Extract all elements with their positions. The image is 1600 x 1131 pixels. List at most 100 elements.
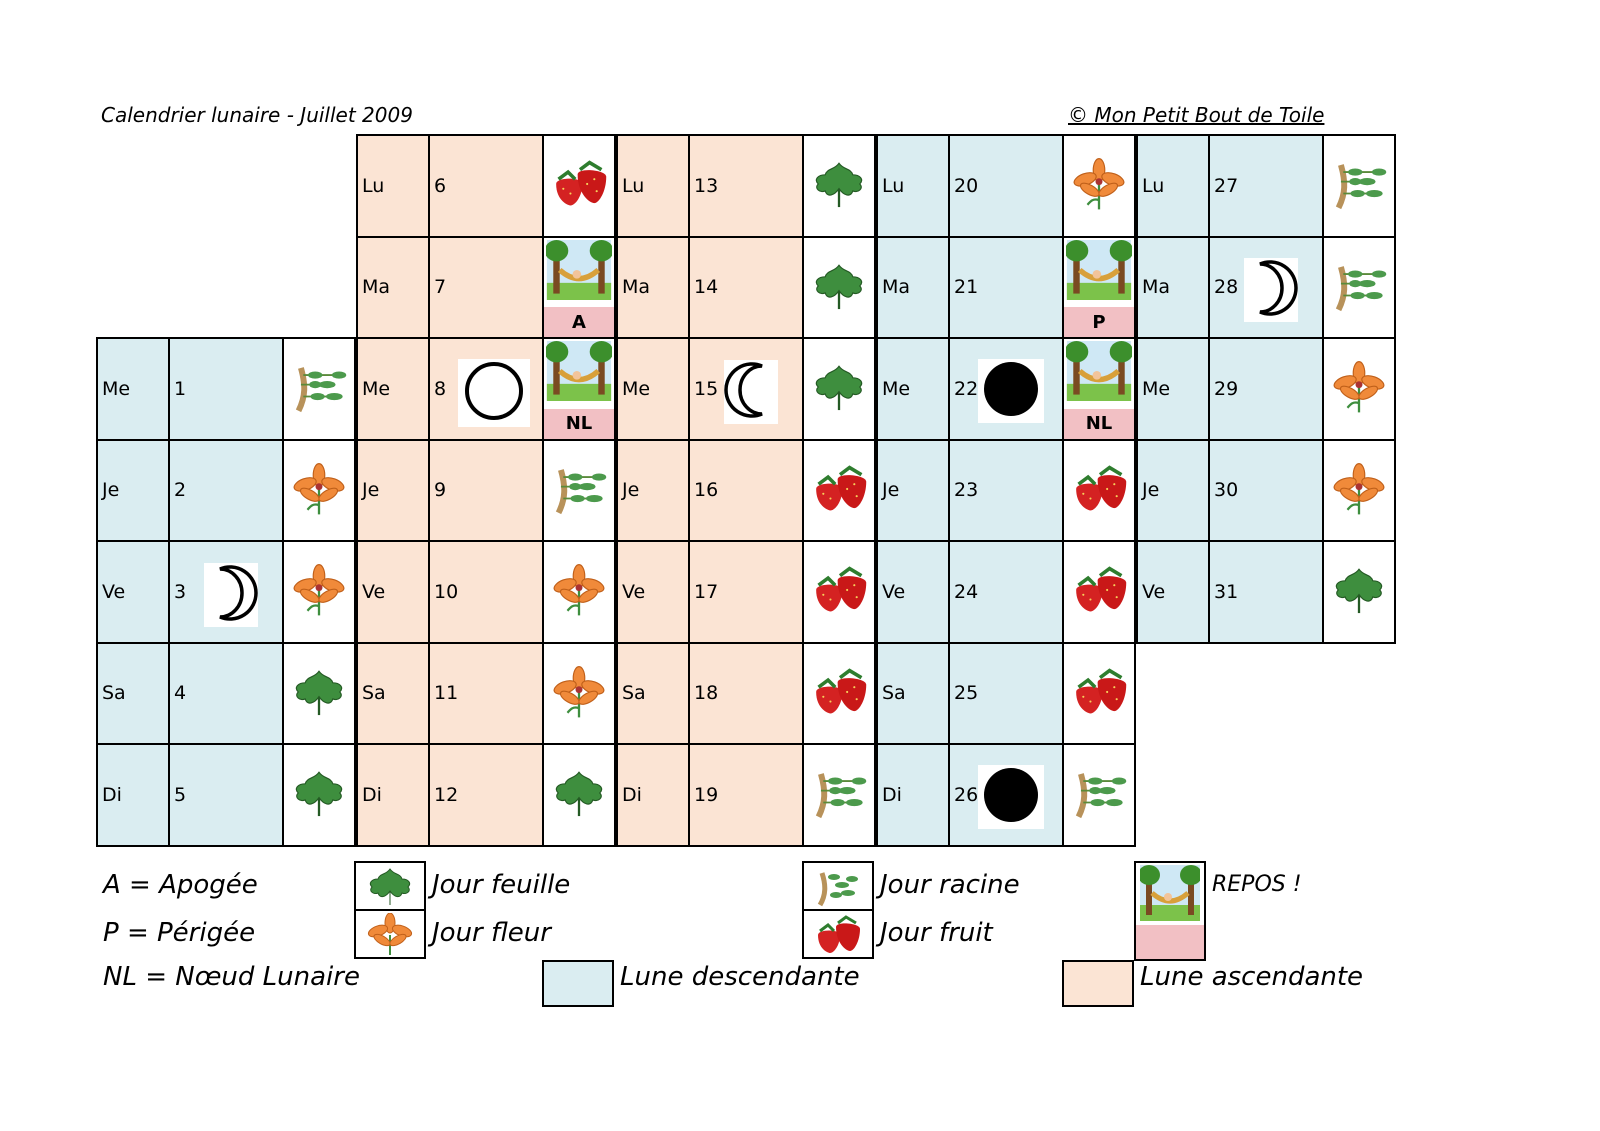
day-name: Ve bbox=[362, 580, 386, 603]
day-name-cell: Me bbox=[356, 337, 430, 441]
day-name: Di bbox=[882, 783, 902, 806]
day-name-cell: Me bbox=[876, 337, 950, 441]
day-name: Me bbox=[102, 377, 131, 400]
flower-icon bbox=[1329, 359, 1389, 419]
day-number: 7 bbox=[434, 276, 447, 299]
date-cell: 13 bbox=[688, 134, 804, 238]
date-cell: 3 bbox=[168, 540, 284, 644]
day-type-cell bbox=[802, 337, 876, 441]
date-cell: 25 bbox=[948, 641, 1064, 745]
date-cell: 30 bbox=[1208, 438, 1324, 542]
day-name-cell: Di bbox=[876, 743, 950, 847]
date-cell: 24 bbox=[948, 540, 1064, 644]
day-number: 22 bbox=[954, 377, 979, 400]
strawberry-icon bbox=[809, 664, 871, 724]
day-type-cell bbox=[802, 134, 876, 238]
day-name-cell: Ma bbox=[356, 235, 430, 339]
day-name: Je bbox=[102, 479, 120, 502]
day-number: 19 bbox=[694, 783, 719, 806]
day-number: 16 bbox=[694, 479, 719, 502]
leaf-icon bbox=[809, 156, 869, 216]
day-number: 13 bbox=[694, 174, 719, 197]
day-name-cell: Ve bbox=[616, 540, 690, 644]
day-name: Je bbox=[362, 479, 380, 502]
copyright-notice: © Mon Petit Bout de Toile bbox=[1068, 103, 1325, 127]
day-type-cell bbox=[542, 641, 616, 745]
legend-fruit-label: Jour fruit bbox=[880, 918, 993, 948]
day-name: Di bbox=[102, 783, 122, 806]
day-type-cell bbox=[1062, 134, 1136, 238]
date-cell: 7 bbox=[428, 235, 544, 339]
day-name-cell: Ma bbox=[876, 235, 950, 339]
leaf-icon bbox=[809, 359, 869, 419]
legend-ascendante-label: Lune ascendante bbox=[1140, 962, 1364, 992]
day-type-cell bbox=[542, 134, 616, 238]
day-type-cell: A bbox=[542, 235, 616, 339]
date-cell: 10 bbox=[428, 540, 544, 644]
day-number: 26 bbox=[954, 783, 979, 806]
date-cell: 23 bbox=[948, 438, 1064, 542]
day-type-cell bbox=[282, 641, 356, 745]
day-name: Di bbox=[362, 783, 382, 806]
day-type-cell bbox=[1322, 337, 1396, 441]
legend-ascendante-swatch bbox=[1062, 960, 1134, 1007]
day-name: Lu bbox=[1142, 174, 1165, 197]
date-cell: 27 bbox=[1208, 134, 1324, 238]
day-type-cell bbox=[1322, 134, 1396, 238]
day-name: Sa bbox=[102, 682, 126, 705]
calendar-header-title: Calendrier lunaire - Juillet 2009 bbox=[101, 103, 413, 127]
strawberry-icon bbox=[1069, 461, 1131, 521]
day-number: 9 bbox=[434, 479, 447, 502]
day-number: 5 bbox=[174, 783, 187, 806]
date-cell: 4 bbox=[168, 641, 284, 745]
day-type-cell bbox=[1322, 540, 1396, 644]
day-name: Lu bbox=[622, 174, 645, 197]
day-number: 10 bbox=[434, 580, 459, 603]
day-type-cell bbox=[282, 540, 356, 644]
date-cell: 31 bbox=[1208, 540, 1324, 644]
day-number: 23 bbox=[954, 479, 979, 502]
hammock-icon bbox=[1140, 865, 1200, 921]
root-icon bbox=[817, 872, 858, 907]
day-name-cell: Ve bbox=[1136, 540, 1210, 644]
strawberry-icon bbox=[1069, 664, 1131, 724]
root-icon bbox=[549, 461, 611, 521]
day-name-cell: Je bbox=[96, 438, 170, 542]
day-name-cell: Ve bbox=[356, 540, 430, 644]
date-cell: 2 bbox=[168, 438, 284, 542]
day-type-cell bbox=[282, 337, 356, 441]
day-number: 1 bbox=[174, 377, 187, 400]
root-icon bbox=[289, 359, 351, 419]
date-cell: 19 bbox=[688, 743, 804, 847]
waning-crescent-moon-icon bbox=[724, 359, 778, 424]
leaf-icon bbox=[289, 765, 349, 825]
day-name-cell: Di bbox=[356, 743, 430, 847]
flower-icon bbox=[549, 562, 609, 622]
day-number: 4 bbox=[174, 682, 187, 705]
day-type-cell bbox=[1322, 235, 1396, 339]
waxing-crescent-moon-icon bbox=[204, 562, 258, 627]
day-name-cell: Sa bbox=[96, 641, 170, 745]
date-cell: 14 bbox=[688, 235, 804, 339]
day-number: 18 bbox=[694, 682, 719, 705]
date-cell: 22 bbox=[948, 337, 1064, 441]
root-icon bbox=[809, 765, 871, 825]
day-name-cell: Lu bbox=[876, 134, 950, 238]
date-cell: 29 bbox=[1208, 337, 1324, 441]
day-name-cell: Ve bbox=[96, 540, 170, 644]
day-name: Je bbox=[882, 479, 900, 502]
waxing-crescent-moon-icon bbox=[1244, 258, 1298, 323]
day-name: Me bbox=[882, 377, 911, 400]
day-name: Ma bbox=[362, 276, 391, 299]
day-type-cell bbox=[1062, 743, 1136, 847]
lunar-node-badge: NL bbox=[1064, 408, 1134, 439]
date-cell: 9 bbox=[428, 438, 544, 542]
day-number: 29 bbox=[1214, 377, 1239, 400]
day-name: Sa bbox=[362, 682, 386, 705]
day-name-cell: Ma bbox=[1136, 235, 1210, 339]
flower-icon bbox=[367, 913, 413, 955]
day-type-cell bbox=[542, 743, 616, 847]
day-number: 24 bbox=[954, 580, 979, 603]
day-name-cell: Je bbox=[616, 438, 690, 542]
day-name-cell: Me bbox=[96, 337, 170, 441]
